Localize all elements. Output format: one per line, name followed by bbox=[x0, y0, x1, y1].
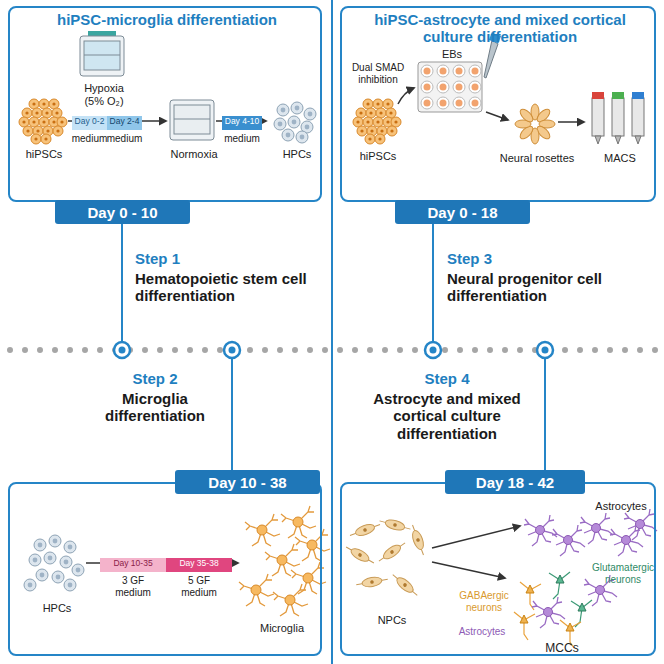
node-text: medium bbox=[220, 133, 264, 145]
node-text: GABAergic neurons bbox=[454, 590, 514, 613]
step-label: Step 3 bbox=[447, 250, 597, 267]
day-tab: Day 0 - 18 bbox=[395, 200, 530, 224]
node-text: Day 10-35 bbox=[100, 559, 166, 569]
node-text: MACS bbox=[590, 152, 650, 165]
node-text: EBs bbox=[432, 48, 472, 61]
node-text: HPCs bbox=[272, 148, 322, 161]
node-text: Neural rosettes bbox=[492, 152, 582, 165]
node-text: Microglia bbox=[242, 622, 322, 635]
step-label: Astrocyte and mixed cortical culture dif… bbox=[362, 390, 532, 442]
node-text: Day 0 - 18 bbox=[395, 204, 530, 221]
node-text: Day 10 - 38 bbox=[175, 474, 320, 491]
node-text: Day 0 - 10 bbox=[55, 204, 190, 221]
node-text: 5 GF medium bbox=[177, 575, 221, 598]
node-text: hiPSC-microglia differentiation bbox=[10, 11, 324, 28]
medium-bar: Day 10-353 GF medium bbox=[100, 558, 166, 572]
node-text: Glutamatergic neurons bbox=[590, 562, 656, 585]
day-tab: Day 10 - 38 bbox=[175, 470, 320, 494]
step-label: Step 4 bbox=[362, 370, 532, 387]
stage-panel: NPCsAstrocytesGABAergic neuronsGlutamate… bbox=[340, 482, 656, 656]
step-label: Neural progenitor cell differentiation bbox=[447, 270, 647, 305]
node-text: Day 2-4 bbox=[107, 117, 142, 127]
day-tab: Day 18 - 42 bbox=[445, 470, 585, 494]
day-tab: Day 0 - 10 bbox=[55, 200, 190, 224]
step-label: Microglia differentiation bbox=[90, 390, 220, 425]
node-text: hiPSCs bbox=[14, 148, 74, 161]
node-text: MCCs bbox=[527, 642, 597, 656]
step-label: Step 2 bbox=[90, 370, 220, 387]
node-text: Day 0-2 bbox=[72, 117, 107, 127]
node-text: 3 GF medium bbox=[111, 575, 155, 598]
stage-panel: HPCsMicrogliaDay 10-353 GF mediumDay 35-… bbox=[8, 482, 322, 656]
node-text: medium bbox=[68, 133, 112, 145]
node-text: Dual SMAD inhibition bbox=[346, 62, 410, 85]
node-text: Hypoxia (5% O₂) bbox=[78, 82, 130, 107]
medium-bar: Day 0-2medium bbox=[72, 116, 107, 130]
node-text: Day 4-10 bbox=[222, 117, 262, 127]
node-text: hiPSC-astrocyte and mixed cortical cultu… bbox=[350, 11, 650, 46]
medium-bar: Day 35-385 GF medium bbox=[166, 558, 232, 572]
node-text: Astrocytes bbox=[588, 500, 654, 513]
node-text: hiPSCs bbox=[348, 150, 408, 163]
step-label: Hematopoietic stem cell differentiation bbox=[135, 270, 331, 305]
node-text: Day 35-38 bbox=[166, 559, 232, 569]
node-text: Day 18 - 42 bbox=[445, 474, 585, 491]
node-text: medium bbox=[103, 133, 147, 145]
node-text: Normoxia bbox=[164, 148, 224, 161]
stage-panel: hiPSC-astrocyte and mixed cortical cultu… bbox=[340, 6, 656, 202]
node-text: Astrocytes bbox=[450, 626, 514, 638]
medium-bar: Day 2-4medium bbox=[107, 116, 142, 130]
node-text: HPCs bbox=[22, 602, 92, 615]
step-label: Step 1 bbox=[135, 250, 285, 267]
node-text: NPCs bbox=[357, 614, 427, 627]
stage-panel: hiPSC-microglia differentiationHypoxia (… bbox=[8, 6, 322, 202]
medium-bar: Day 4-10medium bbox=[222, 116, 262, 130]
